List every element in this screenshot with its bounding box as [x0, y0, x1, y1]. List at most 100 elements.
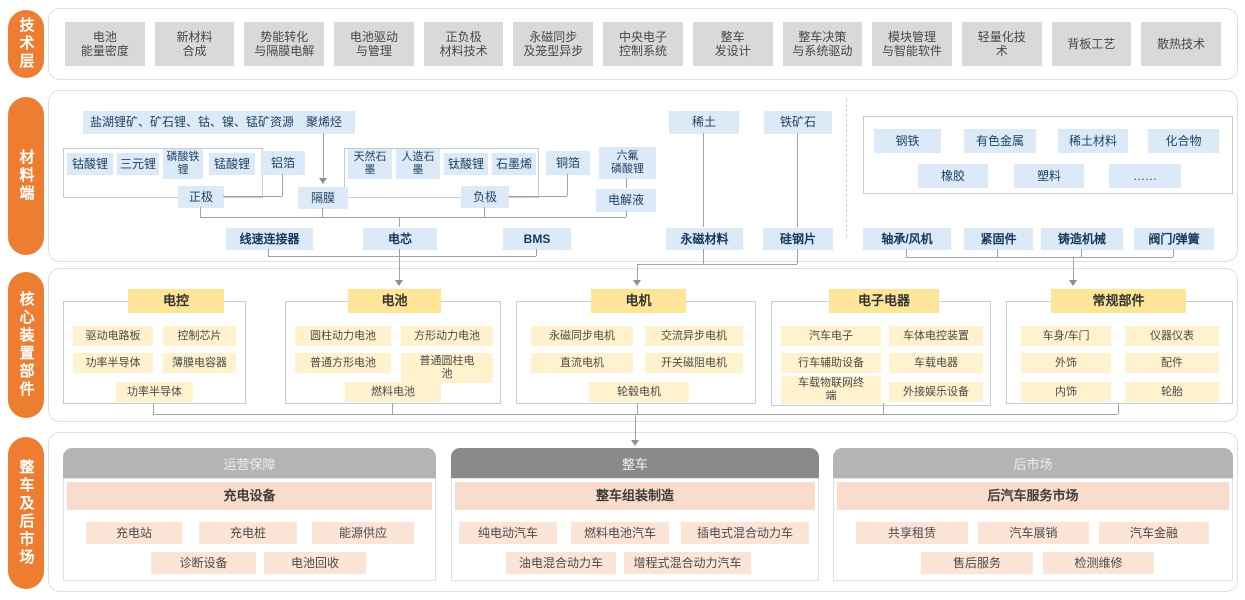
connector-line: [703, 133, 704, 227]
connector-line: [399, 217, 400, 227]
material-item: 钛酸锂: [444, 153, 488, 175]
connector-line: [399, 249, 400, 256]
connector-line: [536, 249, 537, 256]
material-item-separator: 隔膜: [298, 187, 348, 209]
material-resource-iron-ore: 铁矿石: [764, 111, 832, 134]
material-item: 三元锂: [117, 153, 159, 175]
tech-item: 电池 能量密度: [65, 22, 145, 66]
market-item: 诊断设备: [151, 552, 256, 574]
component-group-title: 常规部件: [1051, 289, 1186, 313]
material-item-copper-foil: 铜箔: [546, 151, 590, 175]
component-item: 车身/车门: [1021, 326, 1111, 346]
component-item: 永磁同步电机: [531, 326, 633, 346]
connector-line: [1081, 249, 1082, 257]
component-group-title: 电子电器: [829, 289, 939, 313]
electrode-tab-cathode: 正极: [178, 186, 224, 208]
section-subheader: 后汽车服务市场: [837, 482, 1229, 510]
material-item-aluminum-foil: 铝箔: [261, 151, 305, 175]
arrowhead: [1069, 280, 1077, 286]
connector-line: [508, 196, 567, 197]
material-item: 石墨烯: [492, 153, 536, 175]
arrowhead: [395, 280, 403, 286]
midstream-item: 阀门/弹簧: [1134, 228, 1214, 250]
connector-line: [1173, 249, 1174, 257]
section-header-bar: 后市场: [833, 448, 1233, 478]
arrowhead: [633, 280, 641, 286]
component-item: 驱动电路板: [73, 326, 153, 346]
material-item: 人造石 墨: [396, 149, 440, 179]
market-item: 燃料电池汽车: [571, 522, 669, 544]
component-item: 方形动力电池: [401, 326, 493, 346]
connector-line: [322, 208, 323, 217]
arrowhead: [319, 178, 327, 184]
section-header-bar: 运营保障: [63, 448, 436, 478]
section-header-bar: 整车: [451, 448, 819, 478]
market-item: 售后服务: [921, 552, 1033, 574]
connector-line: [282, 174, 283, 196]
section-subheader: 充电设备: [67, 482, 432, 510]
component-item: 薄膜电容器: [163, 353, 236, 373]
connector-line: [200, 217, 626, 218]
material-item-electrolyte: 电解液: [596, 189, 656, 212]
component-group-title: 电控: [128, 289, 224, 313]
market-item: 充电站: [86, 522, 182, 544]
connector-line: [626, 211, 627, 217]
component-item: 功率半导体: [116, 382, 193, 402]
connector-line: [703, 249, 704, 264]
material-item: 化合物: [1148, 129, 1219, 153]
market-item: 油电混合动力车: [506, 552, 616, 574]
connector-line: [1118, 403, 1119, 414]
material-item: 钴酸锂: [67, 153, 113, 175]
component-group-title: 电机: [591, 289, 686, 313]
tech-item: 中央电子 控制系统: [603, 22, 683, 66]
material-item: 锰酸锂: [209, 153, 255, 175]
material-item: 钢铁: [874, 129, 941, 153]
material-item-ellipsis: ……: [1109, 164, 1181, 188]
tech-item: 整车 发设计: [692, 22, 773, 66]
component-item: 配件: [1125, 353, 1219, 373]
component-item: 仪器仪表: [1125, 326, 1219, 346]
tech-layer-row: 电池 能量密度 新材料 合成 势能转化 与隔膜电解 电池驱动 与管理 正负极 材…: [48, 8, 1238, 80]
connector-line: [268, 256, 536, 257]
component-item: 开关磁阻电机: [645, 353, 743, 373]
market-item: 共享租赁: [856, 522, 968, 544]
market-item: 汽车展销: [978, 522, 1089, 544]
connector-line: [637, 264, 797, 265]
component-item: 燃料电池: [345, 382, 441, 402]
connector-line: [883, 403, 884, 414]
material-item: 橡胶: [918, 164, 988, 188]
connector-line: [997, 249, 998, 257]
material-item: 塑料: [1014, 164, 1084, 188]
connector-line: [323, 133, 324, 178]
component-item: 普通方形电池: [295, 353, 391, 373]
component-group-title: 电池: [348, 289, 441, 313]
connector-line: [626, 178, 627, 188]
component-item: 轮胎: [1125, 382, 1219, 402]
component-item: 车体电控装置: [889, 326, 983, 346]
tech-item: 势能转化 与隔膜电解: [244, 22, 325, 66]
component-item: 行车辅助设备: [781, 353, 881, 373]
material-item-lipf6: 六氟 磷酸锂: [599, 147, 656, 179]
connector-line: [906, 257, 1173, 258]
layer-label-vehicle: 整车及后市场: [8, 437, 44, 589]
materials-row: 盐湖锂矿、矿石锂、钴、镍、锰矿资源 聚烯烃 稀土 铁矿石 钴酸锂 三元锂 磷酸铁…: [48, 90, 1238, 262]
material-item: 磷酸铁 锂: [163, 149, 203, 179]
component-item: 圆柱动力电池: [295, 326, 391, 346]
market-item: 汽车金融: [1099, 522, 1209, 544]
component-item: 车载物联网终 端: [781, 376, 881, 404]
tech-item: 轻量化技 术: [961, 22, 1042, 66]
midstream-item: 线速连接器: [226, 228, 313, 250]
tech-item: 电池驱动 与管理: [334, 22, 414, 66]
component-item: 汽车电子: [781, 326, 881, 346]
tech-item: 模块管理 与智能软件: [872, 22, 952, 66]
material-resource-rare-earth: 稀土: [669, 111, 739, 134]
midstream-item: 紧固件: [964, 228, 1033, 250]
component-item: 普通圆柱电 池: [401, 353, 493, 383]
connector-line: [637, 264, 638, 280]
material-resource-polyolefin: 聚烯烃: [293, 111, 355, 134]
connector-line: [399, 256, 400, 280]
market-item: 充电桩: [199, 522, 297, 544]
tech-item: 永磁同步 及笼型异步: [513, 22, 594, 66]
component-item: 直流电机: [531, 353, 633, 373]
arrowhead: [631, 440, 639, 446]
